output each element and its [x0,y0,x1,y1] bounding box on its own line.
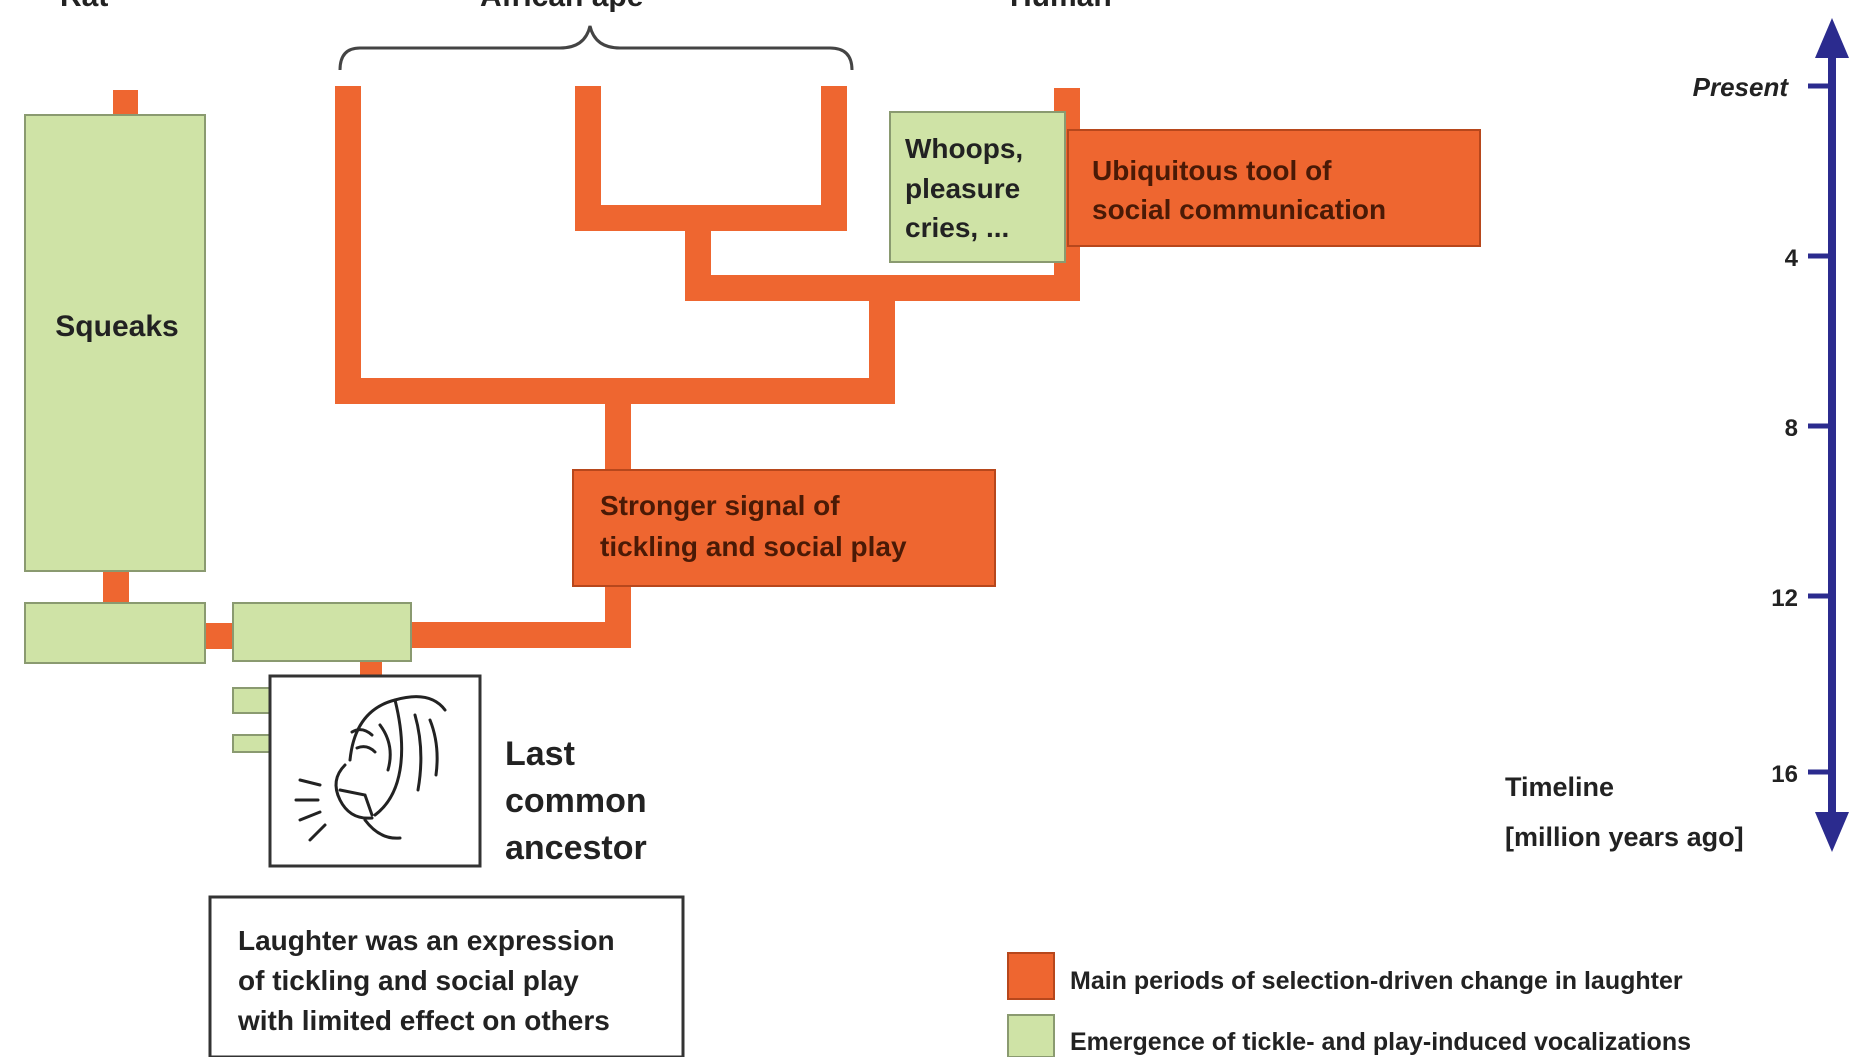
timeline-axis [1808,18,1849,852]
timeline-tick-4: 4 [1785,245,1799,272]
whoops-line-1: Whoops, [905,133,1023,164]
squeaks-label: Squeaks [55,310,178,343]
header-african-ape: African ape [480,0,643,13]
ancestor-line-2: common [505,782,647,820]
ubiquitous-line-1: Ubiquitous tool of [1092,155,1332,186]
timeline-present-label: Present [1693,72,1790,102]
ancestor-illustration [268,674,482,868]
stronger-signal-box: Stronger signal of tickling and social p… [572,469,996,587]
stronger-line-2: tickling and social play [600,531,907,562]
legend-orange-swatch [1007,952,1055,1000]
ancestor-small-box-1 [232,687,272,714]
timeline-arrow-down-icon [1815,812,1849,852]
rat-squeaks-box: Squeaks [24,114,206,572]
whoops-line-2: pleasure [905,173,1020,204]
rat-ancestor-link [203,623,233,649]
whoops-box: Whoops, pleasure cries, ... [889,111,1066,263]
laughter-line-3: with limited effect on others [237,1005,610,1036]
laughter-line-2: of tickling and social play [238,965,579,996]
ancestor-upper-box [232,602,412,662]
laughter-description-box: Laughter was an expression of tickling a… [208,895,685,1057]
legend: Main periods of selection-driven change … [1007,952,1691,1057]
ancestor-line-3: ancestor [505,829,647,867]
rat-lower-box [24,602,206,664]
legend-green-swatch [1007,1014,1055,1057]
timeline-tick-12: 12 [1771,585,1798,612]
ubiquitous-line-2: social communication [1092,194,1386,225]
ubiquitous-box: Ubiquitous tool of social communication [1067,129,1481,247]
ape-branch-left [335,86,361,404]
timeline-label-line-2: [million years ago] [1505,822,1744,852]
ape-pair-horizontal [575,205,847,231]
ape-human-horizontal [685,275,1080,301]
header-rat: Rat [60,0,108,13]
rat-branch-connector [103,570,129,603]
rat-branch-top [113,90,138,116]
legend-green-label: Emergence of tickle- and play-induced vo… [1070,1028,1691,1056]
ancestor-to-ape-branch [408,622,631,648]
timeline-tick-8: 8 [1785,415,1798,442]
ape-horizontal-branch [335,378,895,404]
ape-branch-middle [575,86,601,231]
timeline-tick-16: 16 [1771,761,1798,788]
ancestor-stub [360,658,382,678]
header-human: Human [1010,0,1112,13]
ape-branch-right [821,86,847,231]
timeline-label-line-1: Timeline [1505,772,1614,802]
stronger-line-1: Stronger signal of [600,490,840,521]
ancestor-line-1: Last [505,735,575,773]
african-ape-brace [338,25,854,71]
laughing-ape-head-icon [294,695,447,842]
laughter-line-1: Laughter was an expression [238,925,615,956]
timeline-arrow-up-icon [1815,18,1849,58]
whoops-line-3: cries, ... [905,212,1009,243]
ancestor-small-box-2 [232,734,272,753]
legend-orange-label: Main periods of selection-driven change … [1070,967,1683,995]
